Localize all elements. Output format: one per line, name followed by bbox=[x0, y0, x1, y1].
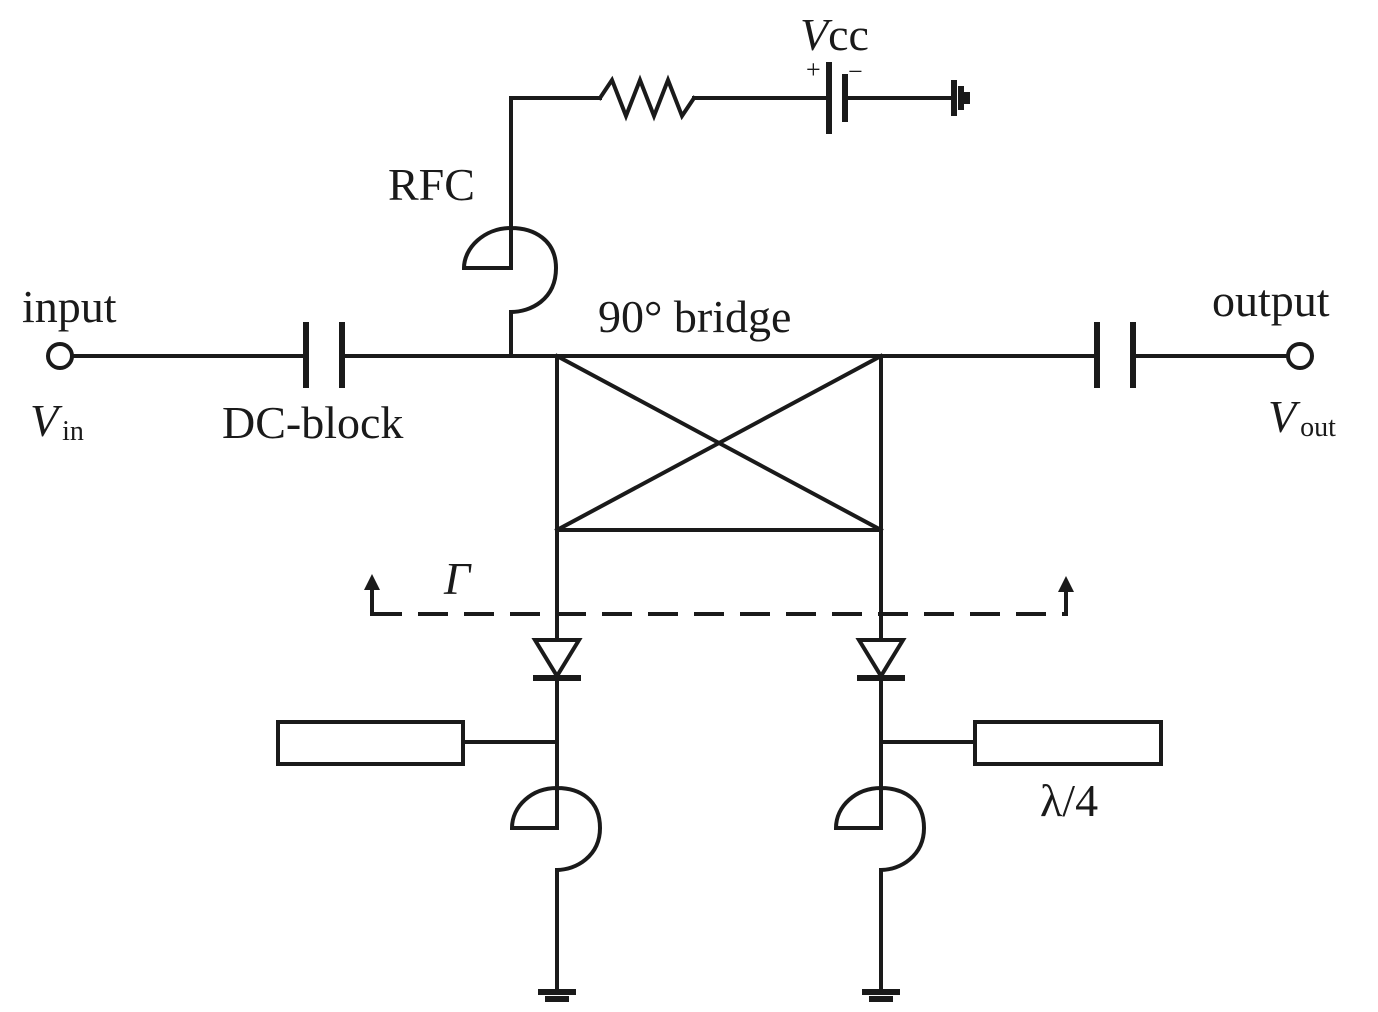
left-rf-choke bbox=[509, 785, 603, 873]
bridge-label: 90° bridge bbox=[598, 291, 791, 342]
vcc-plus-label: + bbox=[806, 55, 821, 84]
right-diode-icon bbox=[855, 638, 907, 681]
output-terminal bbox=[1286, 342, 1314, 370]
left-diode-icon bbox=[531, 638, 583, 681]
bias-line bbox=[509, 96, 602, 230]
rfc-label: RFC bbox=[388, 159, 475, 210]
right-rf-choke bbox=[833, 785, 927, 873]
right-ground-icon bbox=[862, 989, 900, 1002]
vcc-label: Vcc bbox=[800, 9, 869, 60]
dc-block-label: DC-block bbox=[222, 397, 403, 448]
input-label: input bbox=[22, 281, 117, 332]
reflection-right-arrow-icon bbox=[1058, 576, 1074, 592]
left-quarter-wave-stub bbox=[276, 720, 465, 766]
gamma-label: Γ bbox=[443, 553, 472, 604]
hybrid-bridge-cross-b bbox=[554, 353, 884, 533]
hybrid-bridge-box bbox=[555, 354, 883, 532]
reflection-left-arrow-icon bbox=[364, 574, 380, 590]
bias-resistor bbox=[597, 74, 697, 122]
input-terminal bbox=[46, 342, 74, 370]
quarter-wave-label: λ/4 bbox=[1040, 775, 1098, 826]
output-label: output bbox=[1212, 275, 1330, 326]
bias-ground-icon bbox=[951, 80, 970, 116]
rfc-inductor bbox=[461, 225, 559, 315]
vcc-minus-label: − bbox=[848, 57, 863, 86]
left-ground-icon bbox=[538, 989, 576, 1002]
right-quarter-wave-stub bbox=[973, 720, 1163, 766]
